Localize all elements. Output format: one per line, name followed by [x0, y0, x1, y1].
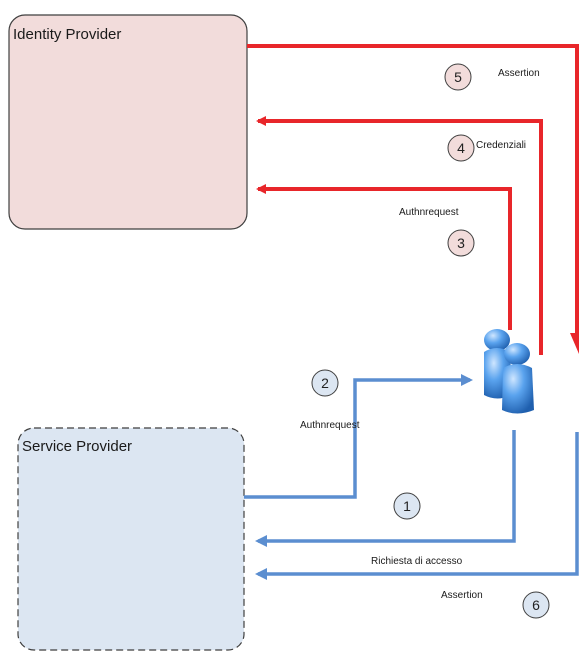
- step-1-label: Richiesta di accesso: [371, 556, 463, 567]
- step-2-label: Authnrequest: [300, 420, 360, 431]
- flow-5-arrowhead: [570, 333, 579, 354]
- step-6-number: 6: [532, 597, 540, 613]
- users-icon: [484, 329, 534, 414]
- service-provider-node: Service Provider: [17, 427, 245, 651]
- step-4-label: Credenziali: [476, 140, 526, 151]
- step-badge-5: 5: [444, 63, 472, 91]
- service-provider-label: Service Provider: [22, 438, 132, 455]
- step-5-label: Assertion: [498, 68, 540, 79]
- flow-5-assertion-line: [247, 44, 579, 335]
- step-3-number: 3: [457, 235, 465, 251]
- identity-provider-node: Identity Provider: [8, 14, 248, 230]
- step-badge-2: 2: [311, 369, 339, 397]
- step-badge-6: 6: [522, 591, 550, 619]
- flow-2-authnrequest-line: [244, 374, 473, 499]
- flow-1-richiesta-line: [255, 430, 516, 547]
- step-badge-1: 1: [393, 492, 421, 520]
- step-badge-3: 3: [447, 229, 475, 257]
- identity-provider-label: Identity Provider: [13, 26, 121, 43]
- flow-4-credenziali-line: [256, 116, 543, 355]
- identity-provider-box: [8, 14, 248, 230]
- identity-provider-flows: [247, 44, 579, 355]
- service-provider-flows: [244, 374, 579, 580]
- service-provider-box: [17, 427, 245, 651]
- step-1-number: 1: [403, 498, 411, 514]
- step-6-label: Assertion: [441, 590, 483, 601]
- flow-6-assertion-line: [255, 432, 579, 580]
- flow-3-authnrequest-line: [256, 184, 512, 330]
- step-3-label: Authnrequest: [399, 207, 459, 218]
- step-badge-4: 4: [447, 134, 475, 162]
- step-4-number: 4: [457, 140, 465, 156]
- step-5-number: 5: [454, 69, 462, 85]
- step-2-number: 2: [321, 375, 329, 391]
